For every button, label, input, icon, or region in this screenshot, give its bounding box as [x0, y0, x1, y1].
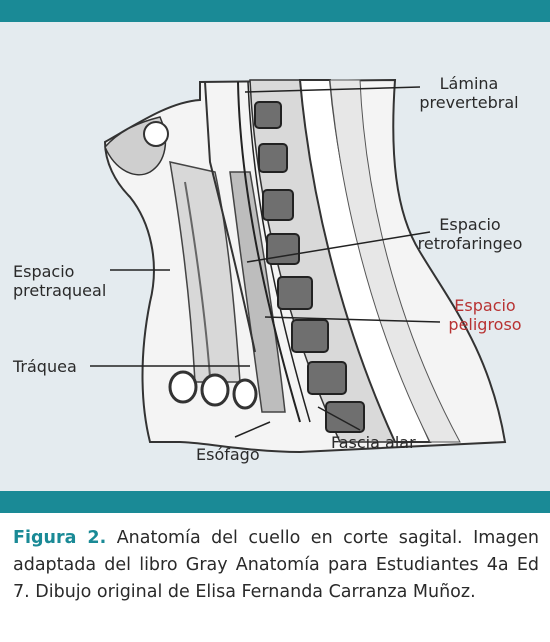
label-pretraqueal-line2: pretraqueal: [13, 281, 106, 300]
label-peligroso-line1: Espacio: [430, 296, 540, 315]
label-lamina-line2: prevertebral: [404, 93, 534, 112]
figure-number: Figura 2.: [13, 528, 106, 548]
hyoid-bone: [144, 122, 168, 146]
label-pretraqueal-line1: Espacio: [13, 262, 106, 281]
label-lamina-prevertebral: Lámina prevertebral: [404, 74, 534, 112]
tracheal-ring-2: [202, 375, 228, 405]
label-espacio-peligroso: Espacio peligroso: [430, 296, 540, 334]
label-lamina-line1: Lámina: [404, 74, 534, 93]
label-traquea: Tráquea: [13, 357, 77, 376]
label-fascia-alar: Fascia alar: [331, 433, 416, 452]
label-espacio-retrofaringeo: Espacio retrofaringeo: [405, 215, 535, 253]
label-retrofaringeo-line2: retrofaringeo: [405, 234, 535, 253]
label-peligroso-line2: peligroso: [430, 315, 540, 334]
label-esofago: Esófago: [196, 445, 260, 464]
label-espacio-pretraqueal: Espacio pretraqueal: [13, 262, 106, 300]
label-retrofaringeo-line1: Espacio: [405, 215, 535, 234]
tracheal-ring-1: [170, 372, 196, 402]
top-accent-bar: [0, 0, 550, 22]
figure-caption: Figura 2. Anatomía del cuello en corte s…: [13, 525, 539, 606]
tracheal-ring-3: [234, 380, 256, 408]
bottom-accent-bar: [0, 491, 550, 513]
